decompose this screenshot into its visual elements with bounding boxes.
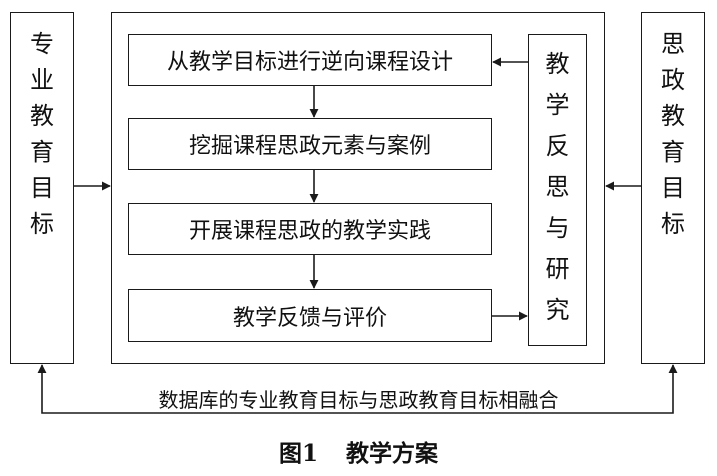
figure-caption: 图1 教学方案 [0,434,717,468]
right-char-2: 政 [661,66,685,94]
reflection-char-5: 与 [545,214,570,242]
bottom-integration-connector [37,364,678,414]
teaching-reflection-label: 教 学 反 思 与 研 究 [528,44,587,331]
right-char-1: 思 [661,30,685,58]
figure-title: 教学方案 [346,440,439,467]
step-feedback-evaluation: 教学反馈与评价 [128,289,492,342]
step-1-label: 从教学目标进行逆向课程设计 [166,50,453,75]
right-char-4: 育 [661,138,685,166]
teaching-reflection-box [528,34,587,346]
reflection-char-7: 究 [545,296,570,324]
right-char-5: 目 [661,174,685,202]
reflection-char-2: 学 [545,91,570,119]
left-char-2: 业 [30,66,54,94]
integration-caption-text: 数据库的专业教育目标与思政教育目标相融合 [152,388,565,412]
reflection-char-4: 思 [545,173,570,201]
professional-education-goal-label: 专 业 教 育 目 标 [10,26,74,242]
step-2-label: 挖掘课程思政元素与案例 [188,134,431,159]
reflection-char-3: 反 [545,132,570,160]
left-char-6: 标 [30,210,54,238]
ideological-education-goal-label: 思 政 教 育 目 标 [641,26,705,242]
left-char-1: 专 [30,30,54,58]
left-char-5: 目 [30,174,54,202]
right-char-3: 教 [661,102,685,130]
step-4-label: 教学反馈与评价 [232,305,387,331]
step-3-label: 开展课程思政的教学实践 [188,219,431,244]
left-char-4: 育 [30,138,54,166]
step-reverse-course-design: 从教学目标进行逆向课程设计 [128,34,492,86]
left-char-3: 教 [30,102,54,130]
reflection-char-1: 教 [545,50,570,78]
step-mine-ideological-elements: 挖掘课程思政元素与案例 [128,118,492,170]
reflection-char-6: 研 [545,255,570,283]
step-teaching-practice: 开展课程思政的教学实践 [128,203,492,255]
professional-education-goal-box [10,12,74,364]
ideological-education-goal-box [641,12,705,364]
integration-caption: 数据库的专业教育目标与思政教育目标相融合 [0,384,717,413]
right-char-6: 标 [661,210,685,238]
figure-number: 图1 [278,440,318,467]
